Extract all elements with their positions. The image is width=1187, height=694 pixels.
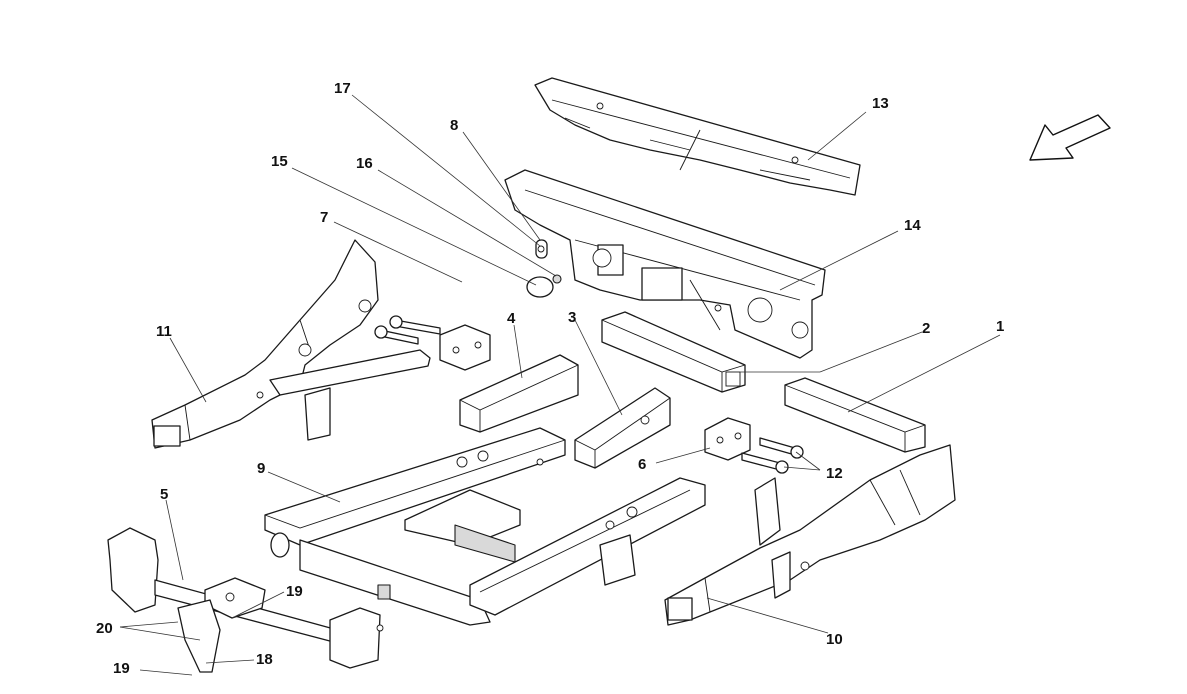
part-16-plug	[552, 274, 562, 284]
callout-14: 14	[904, 217, 921, 234]
callout-10: 10	[826, 631, 843, 648]
part-9-subframe	[264, 427, 706, 626]
part-10-right-side-member	[664, 444, 956, 626]
part-6-bracket	[704, 417, 751, 461]
callout-5: 5	[160, 486, 168, 503]
part-15-cap	[526, 276, 554, 298]
callout-4: 4	[507, 310, 516, 327]
callout-9: 9	[257, 460, 265, 477]
callout-19-bottom: 19	[113, 660, 130, 677]
callout-17: 17	[334, 80, 351, 97]
part-7-bracket	[439, 324, 491, 371]
bolts-left	[374, 315, 441, 345]
callout-labels: 1 2 3 4 5 6 7 8 9 10 11 12 13 14 15 16 1…	[96, 80, 1004, 677]
callout-12: 12	[826, 465, 843, 482]
callout-1: 1	[996, 318, 1004, 335]
part-13-upper-panel	[534, 77, 861, 196]
callout-3: 3	[568, 309, 576, 326]
callout-11: 11	[156, 323, 172, 340]
callout-6: 6	[638, 456, 646, 473]
callout-13: 13	[872, 95, 889, 112]
callout-7: 7	[320, 209, 328, 226]
part-5-crossmember	[107, 527, 384, 673]
callout-19-top: 19	[286, 583, 303, 600]
part-11-left-side-member	[151, 239, 431, 449]
part-4-box-tube	[459, 354, 579, 433]
part-14-bulkhead	[504, 169, 826, 359]
callout-8: 8	[450, 117, 458, 134]
part-1-long-tube	[784, 377, 926, 453]
part-3-box-tube	[574, 387, 671, 469]
part-2-long-tube	[601, 311, 746, 393]
direction-arrow-icon	[1029, 114, 1111, 161]
callout-2: 2	[922, 320, 930, 337]
callout-18: 18	[256, 651, 273, 668]
callout-20: 20	[96, 620, 113, 637]
part-17-grommet	[535, 239, 548, 259]
callout-15: 15	[271, 153, 288, 170]
leader-lines	[119, 94, 1001, 676]
callout-16: 16	[356, 155, 373, 172]
